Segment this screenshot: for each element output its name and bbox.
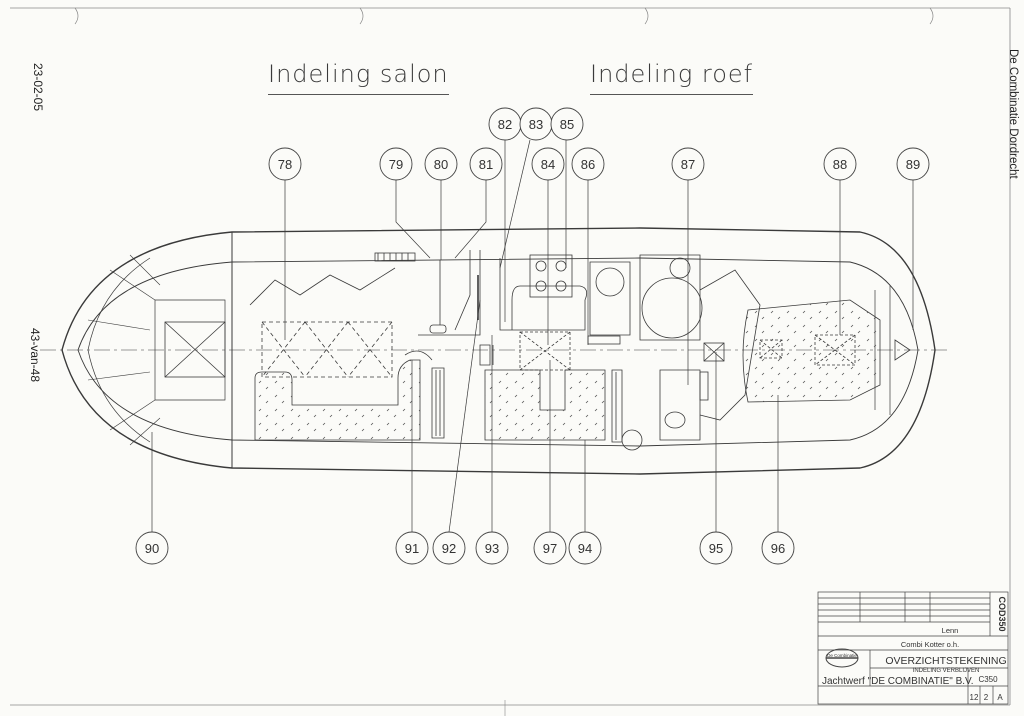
callout-81: 81: [469, 147, 503, 181]
heading-roef: Indeling roef: [590, 60, 754, 95]
page-stamp: 43-van-48: [28, 327, 43, 383]
callout-93: 93: [475, 531, 509, 565]
company-vertical: De Combinatie Dordrecht: [1007, 49, 1019, 179]
callout-88: 88: [823, 147, 857, 181]
yard-logo: De Combinatie: [827, 653, 857, 658]
callout-92: 92: [432, 531, 466, 565]
callout-83: 83: [519, 107, 553, 141]
callout-label: 89: [906, 157, 920, 172]
date-stamp: 23-02-05: [31, 62, 46, 112]
roef-seating: [484, 369, 606, 441]
drawing-number: C350: [978, 675, 998, 684]
callout-94: 94: [568, 531, 602, 565]
aft-cabin-berth: [742, 299, 881, 403]
callout-89: 89: [896, 147, 930, 181]
callout-label: 88: [833, 157, 847, 172]
title-block-text: De Combinatie Lenn Combi Kotter o.h. OVE…: [822, 596, 1007, 702]
callout-label: 96: [771, 541, 785, 556]
callout-90: 90: [135, 531, 169, 565]
callout-label: 79: [389, 157, 403, 172]
heading-salon: Indeling salon: [268, 60, 449, 95]
callout-label: 85: [560, 117, 574, 132]
galley-counter: [499, 258, 588, 331]
drawing-title: OVERZICHTSTEKENING: [885, 655, 1006, 667]
callout-96: 96: [761, 531, 795, 565]
callout-label: 78: [278, 157, 292, 172]
callout-87: 87: [671, 147, 705, 181]
revision: A: [997, 693, 1003, 702]
callout-85: 85: [550, 107, 584, 141]
yard-name: Jachtwerf "DE COMBINATIE" B.V.: [822, 676, 974, 687]
salon-seating: [254, 359, 421, 441]
callout-label: 91: [405, 541, 419, 556]
callout-label: 86: [581, 157, 595, 172]
callouts-top: 78 79 80 81 82 83 85 84 86 87 88 89: [268, 107, 930, 181]
callout-label: 90: [145, 541, 159, 556]
callout-79: 79: [379, 147, 413, 181]
callout-80: 80: [424, 147, 458, 181]
code-vertical: COD350: [997, 596, 1007, 631]
sheet-a: 12: [970, 693, 979, 702]
callout-97: 97: [533, 531, 567, 565]
callout-82: 82: [488, 107, 522, 141]
callouts-bottom: 90 91 92 93 97 94 95 96: [135, 531, 795, 565]
salon-layout: [164, 250, 494, 441]
callout-label: 97: [543, 541, 557, 556]
sheet-b: 2: [984, 693, 989, 702]
callout-label: 82: [498, 117, 512, 132]
title-block: [817, 591, 1009, 705]
drawing-subtitle: INDELING VERBLIJVEN: [913, 668, 980, 674]
callout-91: 91: [395, 531, 429, 565]
callout-label: 93: [485, 541, 499, 556]
leader-lines: [151, 139, 914, 533]
callout-label: 81: [479, 157, 493, 172]
callout-label: 84: [541, 157, 555, 172]
callout-label: 87: [681, 157, 695, 172]
project-name: Lenn: [942, 626, 959, 635]
callout-label: 92: [442, 541, 456, 556]
callout-86: 86: [571, 147, 605, 181]
callout-95: 95: [699, 531, 733, 565]
sheet-border: [10, 7, 1011, 716]
callout-label: 83: [529, 117, 543, 132]
callout-label: 94: [578, 541, 592, 556]
callout-label: 80: [434, 157, 448, 172]
callout-78: 78: [268, 147, 302, 181]
callout-label: 95: [709, 541, 723, 556]
callout-84: 84: [531, 147, 565, 181]
roef-layout: [484, 254, 881, 451]
vessel-type: Combi Kotter o.h.: [901, 640, 959, 649]
